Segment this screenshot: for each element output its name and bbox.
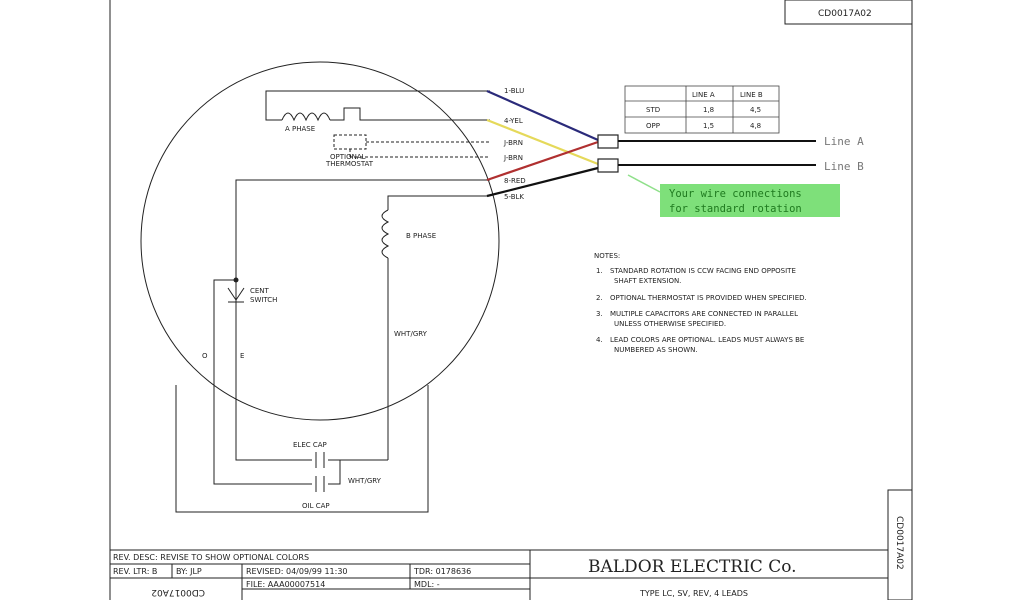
label-o: O [202,352,208,360]
note-text: UNLESS OTHERWISE SPECIFIED. [614,320,726,328]
thermostat-box [333,134,367,150]
elec-cap-label: ELEC CAP [293,441,327,449]
line-table: LINE A LINE B STD 1,8 4,5 OPP 1,5 4,8 [624,85,780,134]
company-name: BALDOR ELECTRIC Co. [588,557,797,577]
a-phase-coil [281,112,331,122]
table-header-line-b: LINE B [740,91,763,99]
oil-cap-right [328,460,341,485]
lead-label-1: 1-BLU [504,87,524,95]
drawing-number-box [784,0,913,25]
rev-revised: REVISED: 04/09/99 11:30 [246,567,348,576]
b-phase-coil [381,209,390,259]
a-phase-lead [265,90,490,121]
rev-desc: REV. DESC: REVISE TO SHOW OPTIONAL COLOR… [113,553,309,562]
a-phase-return [330,107,490,121]
lead-label-j1: J-BRN [503,139,523,147]
thermostat-label-1: OPTIONAL [330,153,366,161]
oil-cap-lead [213,279,312,485]
table-cell: 4,8 [750,122,761,130]
note-num: 4. [596,336,603,344]
label-e: E [240,352,244,360]
table-header-line-a: LINE A [692,91,715,99]
mirrored-drawing-number: CD0017A02 [151,587,205,597]
terminal-b [597,158,619,173]
motor-circle [140,61,500,421]
wire-blue [486,89,599,142]
callout-pointer [627,174,661,193]
lead-label-8: 8-RED [504,177,526,185]
rev-by: BY: JLP [176,567,202,576]
table-cell: 1,8 [703,106,714,114]
model: MDL: - [414,580,440,589]
note-num: 3. [596,310,603,318]
notes: NOTES: 1. STANDARD ROTATION IS CCW FACIN… [594,252,807,354]
note-text: NUMBERED AS SHOWN. [614,346,698,354]
table-cell: 4,5 [750,106,761,114]
black-lead [387,195,490,210]
table-cell: OPP [646,122,660,130]
note-text: MULTIPLE CAPACITORS ARE CONNECTED IN PAR… [610,310,798,318]
side-number-box [887,489,913,600]
rev-tdr: TDR: 0178636 [413,567,471,576]
oil-cap-label: OIL CAP [302,502,330,510]
note-text: LEAD COLORS ARE OPTIONAL. LEADS MUST ALW… [610,336,804,344]
motor-frame-outline [175,385,429,513]
table-cell: STD [646,106,660,114]
wire-red [486,140,599,182]
note-num: 2. [596,294,603,302]
note-num: 1. [596,267,603,275]
notes-title: NOTES: [594,252,620,260]
cent-switch-symbol [227,287,245,301]
thermostat-label-2: THERMOSTAT [325,160,374,168]
wire-yellow [486,118,599,166]
side-drawing-number: CD0017A02 [894,516,904,570]
rev-ltr: REV. LTR: B [113,567,157,576]
note-text: SHAFT EXTENSION. [614,277,681,285]
lead-label-j2: J-BRN [503,154,523,162]
line-a-label: Line A [824,135,864,148]
callout-line-1: Your wire connections [669,188,802,200]
cent-label-1: CENT [250,287,270,295]
cent-label-2: SWITCH [250,296,277,304]
note-text: OPTIONAL THERMOSTAT IS PROVIDED WHEN SPE… [610,294,807,302]
drawing-number: CD0017A02 [818,9,872,19]
callout-line-2: for standard rotation [669,203,802,215]
callout-box [660,184,840,217]
lead-label-4: 4-YEL [504,117,523,125]
line-b-label: Line B [824,160,864,173]
motor-type: TYPE LC, SV, REV, 4 LEADS [639,589,748,598]
wht-gry-cap-label: WHT/GRY [348,477,382,485]
note-text: STANDARD ROTATION IS CCW FACING END OPPO… [610,267,796,275]
b-phase-label: B PHASE [406,232,436,240]
a-phase-label: A PHASE [285,125,315,133]
terminal-a [597,134,619,149]
file-name: FILE: AAA00007514 [246,580,325,589]
red-lead-circuit [235,179,490,461]
table-cell: 1,5 [703,122,714,130]
wire-black [486,166,599,198]
lead-label-5: 5-BLK [504,193,524,201]
wht-gry-side-label: WHT/GRY [394,330,428,338]
title-block: REV. DESC: REVISE TO SHOW OPTIONAL COLOR… [110,549,888,600]
